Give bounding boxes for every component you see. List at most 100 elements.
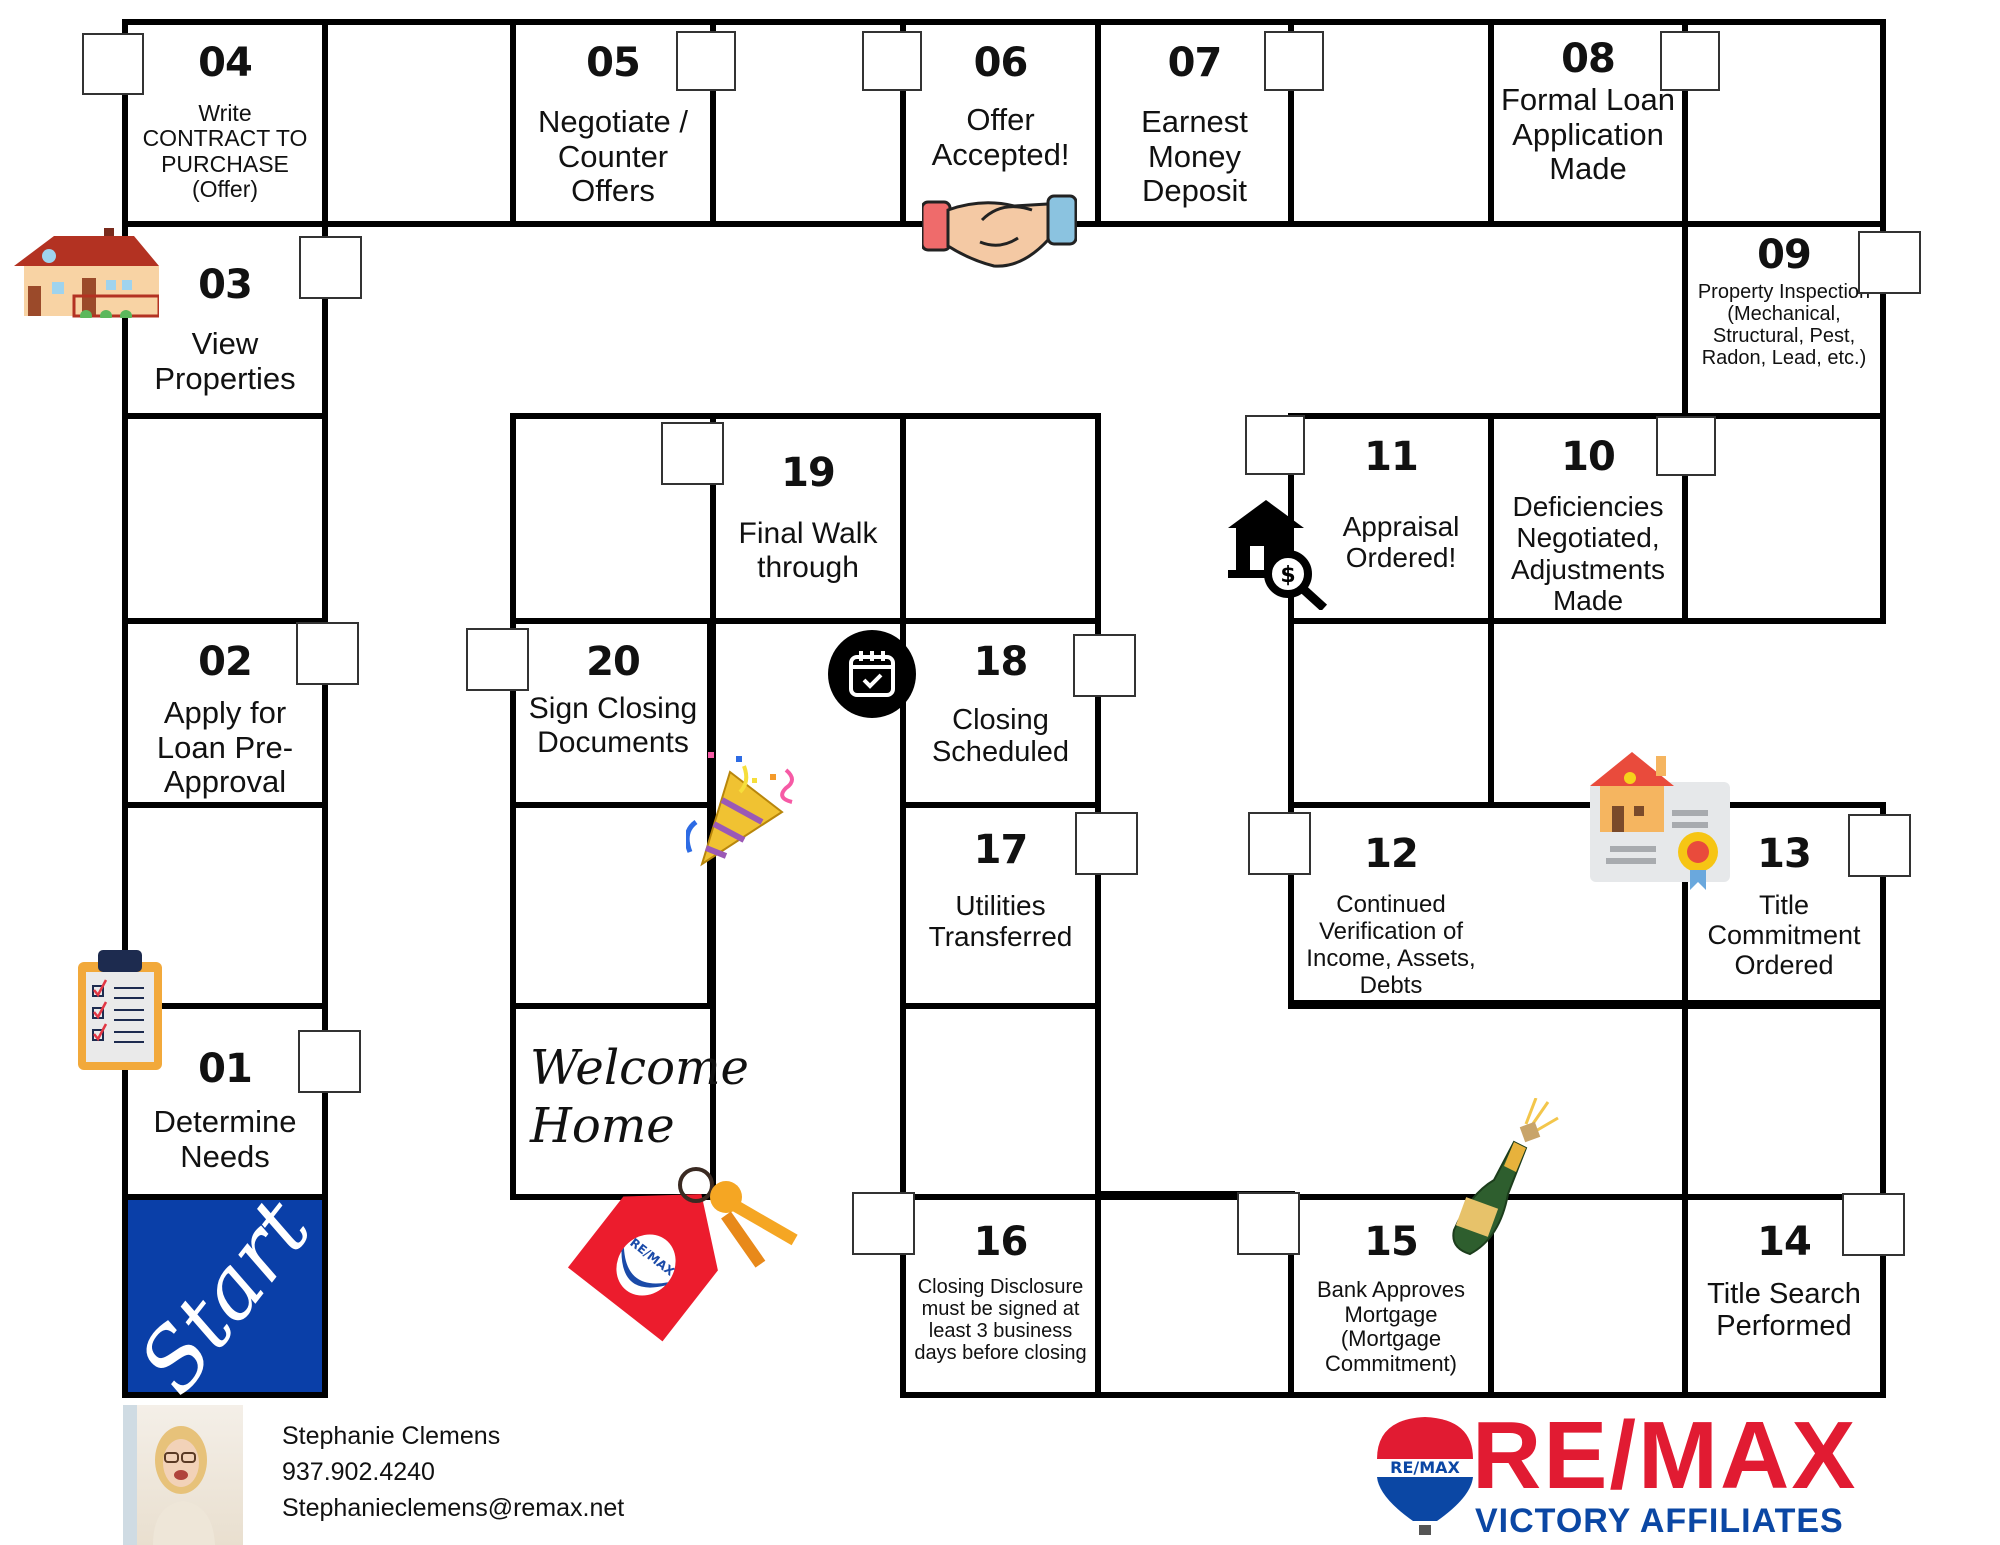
finish-label: Welcome Home (530, 1040, 749, 1154)
step-number: 19 (781, 450, 836, 496)
step-label: Formal Loan Application Made (1500, 82, 1676, 187)
step-label: Negotiate / Counter Offers (538, 104, 688, 209)
start-label: Start (120, 1181, 330, 1411)
step-label: View Properties (154, 326, 296, 396)
step-number: 12 (1364, 831, 1419, 877)
step-label: Offer Accepted! (931, 102, 1070, 172)
step-01-checkbox[interactable] (298, 1030, 361, 1093)
blank-cell (1488, 1194, 1688, 1398)
agent-contact: Stephanie Clemens 937.902.4240 Stephanie… (282, 1418, 624, 1526)
step-19-checkbox[interactable] (661, 422, 724, 485)
step-label: Bank Approves Mortgage (Mortgage Commitm… (1317, 1277, 1465, 1376)
step-label: Determine Needs (153, 1104, 297, 1174)
step-number: 18 (973, 639, 1029, 685)
start-cell: Start (120, 1181, 330, 1411)
step-label: Property Inspection (Mechanical, Structu… (1697, 281, 1871, 369)
blank-cell (1095, 1003, 1294, 1200)
house-icon (14, 228, 159, 318)
step-label: Final Walk through (738, 517, 878, 584)
step-number: 02 (198, 639, 253, 685)
step-17-cell: 17 Utilities Transferred (900, 802, 1101, 1009)
step-06-cell: 06 Offer Accepted! (900, 19, 1101, 227)
step-label-top: Write (198, 100, 252, 126)
step-number: 15 (1364, 1219, 1419, 1265)
step-07-cell: 07 Earnest Money Deposit (1095, 19, 1294, 227)
step-number: 04 (198, 40, 253, 86)
blank-cell (122, 413, 328, 624)
blank-cell (900, 413, 1101, 624)
step-03-checkbox[interactable] (299, 236, 362, 299)
step-label: Sign Closing Documents (528, 692, 698, 759)
step-04-cell: 04 Write CONTRACT TO PURCHASE (Offer) (122, 19, 328, 227)
step-label: Title Commitment Ordered (1707, 890, 1861, 981)
step-04-checkbox[interactable] (82, 33, 144, 95)
step-number: 10 (1561, 434, 1616, 480)
step-label: Title Search Performed (1707, 1278, 1861, 1343)
step-number: 05 (586, 40, 641, 86)
step-number: 11 (1364, 434, 1419, 480)
step-label: Earnest Money Deposit (1141, 104, 1248, 209)
title-certificate-icon (1590, 752, 1730, 890)
agent-name: Stephanie Clemens (282, 1422, 501, 1450)
step-number: 17 (973, 827, 1029, 873)
step-label: Deficiencies Negotiated, Adjustments Mad… (1510, 491, 1666, 617)
step-06-checkbox[interactable] (862, 31, 922, 91)
step-number: 16 (973, 1219, 1029, 1265)
step-12-cell: 12 Continued Verification of Income, Ass… (1288, 802, 1494, 1009)
step-16-cell: 16 Closing Disclosure must be signed at … (900, 1194, 1101, 1398)
calendar-check-icon (828, 630, 916, 718)
svg-text:$: $ (1280, 563, 1295, 588)
party-popper-icon (686, 752, 794, 867)
step-number: 09 (1757, 232, 1812, 278)
blank-cell (510, 802, 716, 1009)
step-02-checkbox[interactable] (296, 622, 359, 685)
step-10-cell: 10 Deficiencies Negotiated, Adjustments … (1488, 413, 1688, 624)
step-label: Closing Disclosure must be signed at lea… (914, 1276, 1087, 1364)
agent-photo (123, 1405, 243, 1545)
step-14-checkbox[interactable] (1842, 1193, 1905, 1256)
step-number: 08 (1561, 36, 1616, 82)
brand-office-name: VICTORY AFFILIATES (1475, 1502, 1844, 1540)
blank-cell (1288, 618, 1494, 808)
step-02-cell: 02 Apply for Loan Pre-Approval (122, 618, 328, 808)
board-line (1288, 1000, 1886, 1006)
step-17-checkbox[interactable] (1075, 812, 1138, 875)
step-label: Closing Scheduled (931, 704, 1070, 769)
step-03-cell: 03 View Properties (122, 221, 328, 419)
step-10-checkbox[interactable] (1656, 416, 1716, 476)
agent-email[interactable]: Stephanieclemens@remax.net (282, 1494, 625, 1522)
step-08-checkbox[interactable] (1660, 31, 1720, 91)
step-20-checkbox[interactable] (466, 628, 529, 691)
board-line (1095, 1191, 1295, 1197)
step-07-checkbox[interactable] (1264, 31, 1324, 91)
step-number: 13 (1757, 831, 1812, 877)
brand-logo-text: RE/MAX (1472, 1402, 1858, 1509)
step-label: Utilities Transferred (928, 890, 1073, 953)
step-18-checkbox[interactable] (1073, 634, 1136, 697)
step-number: 14 (1757, 1219, 1812, 1265)
step-16-checkbox[interactable] (852, 1192, 915, 1255)
step-08-cell: 08 Formal Loan Application Made (1488, 19, 1688, 227)
step-number: 03 (198, 262, 253, 308)
step-12-checkbox[interactable] (1248, 812, 1311, 875)
step-label: Apply for Loan Pre-Approval (156, 695, 294, 800)
step-11-checkbox[interactable] (1245, 415, 1305, 475)
step-09-cell: 09 Property Inspection (Mechanical, Stru… (1682, 221, 1886, 419)
blank-cell (1682, 413, 1886, 624)
step-13-checkbox[interactable] (1848, 814, 1911, 877)
blank-cell (322, 19, 516, 227)
champagne-icon (1452, 1098, 1559, 1256)
step-label: Appraisal Ordered! (1342, 511, 1460, 574)
house-keychain-icon: RE/MAX (567, 1167, 798, 1342)
agent-phone[interactable]: 937.902.4240 (282, 1458, 435, 1486)
step-number: 07 (1167, 40, 1223, 86)
step-09-checkbox[interactable] (1858, 231, 1921, 294)
handshake-icon (922, 194, 1077, 268)
step-number: 06 (973, 40, 1029, 86)
clipboard-checklist-icon (78, 950, 162, 1070)
balloon-text: RE/MAX (1390, 1458, 1460, 1477)
step-label: CONTRACT TO PURCHASE (Offer) (142, 125, 308, 202)
step-15-checkbox[interactable] (1237, 1192, 1300, 1255)
step-number: 20 (586, 639, 641, 685)
step-05-checkbox[interactable] (676, 31, 736, 91)
